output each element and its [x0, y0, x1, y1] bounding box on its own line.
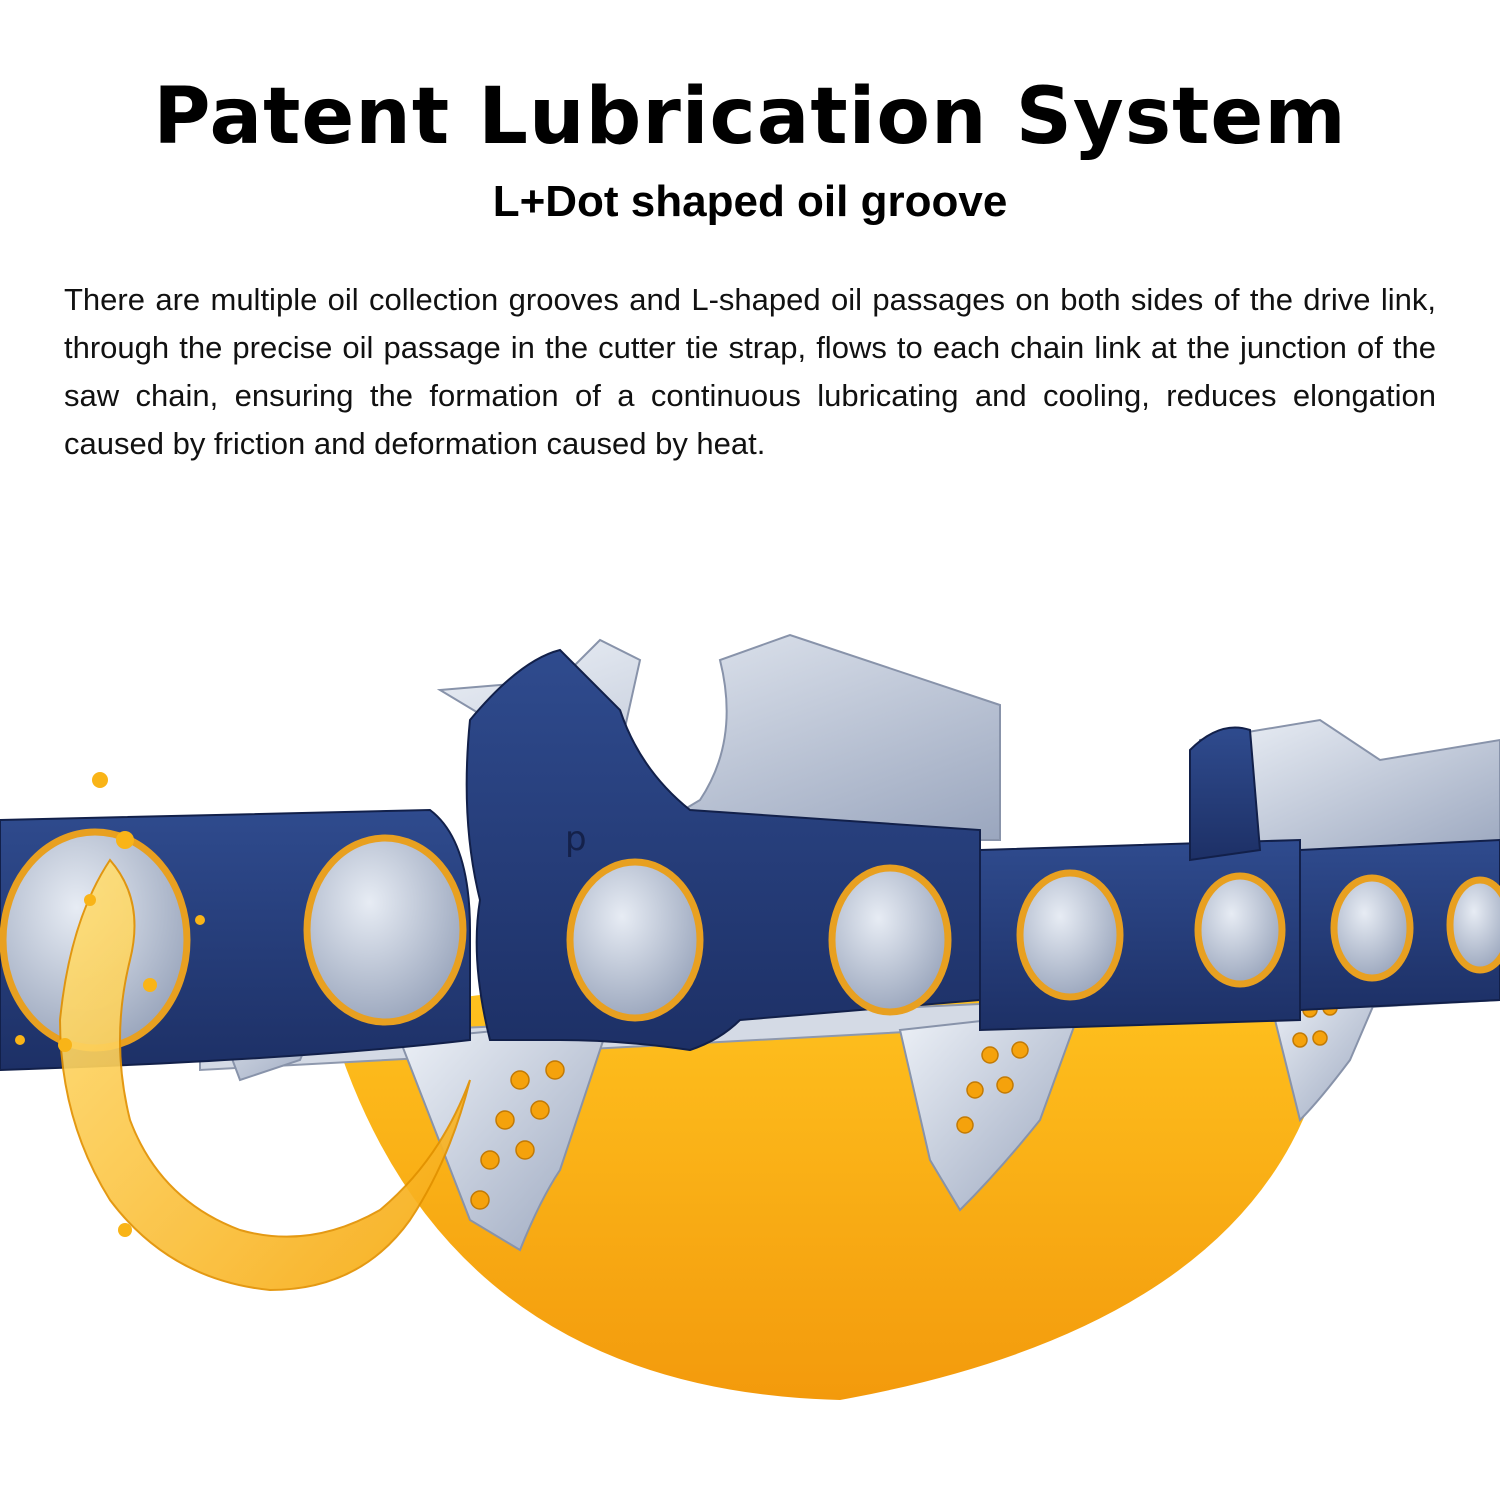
- link-marking: p: [565, 819, 587, 859]
- rivet: [828, 864, 952, 1016]
- drive-link-tooth: [898, 1008, 1082, 1212]
- side-link-top: [1189, 726, 1262, 862]
- rivet: [303, 834, 467, 1026]
- oil-groove-dots: [470, 1000, 1338, 1210]
- saw-chain-illustration: p: [0, 633, 1500, 1400]
- feature-description: There are multiple oil collection groove…: [64, 282, 1436, 461]
- rivet: [1016, 869, 1124, 1001]
- oil-splash: [58, 858, 471, 1292]
- rivet: [566, 858, 704, 1022]
- oil-droplets: [15, 772, 205, 1237]
- rivet: [1194, 872, 1286, 988]
- page-title: Patent Lubrication System: [153, 72, 1347, 162]
- rivet: [1446, 876, 1500, 974]
- page-subtitle: L+Dot shaped oil groove: [492, 177, 1008, 226]
- rivet: [1330, 874, 1414, 982]
- drive-link-tooth: [1268, 988, 1382, 1122]
